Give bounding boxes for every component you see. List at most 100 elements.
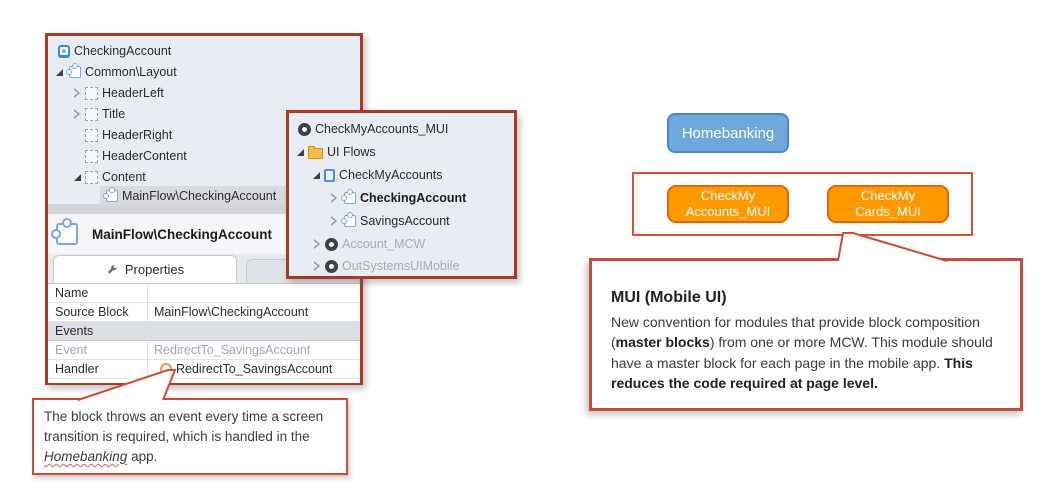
property-value[interactable]: MainFlow\CheckingAccount [154,305,309,319]
tree-item-label: Common\Layout [85,65,177,79]
screen-icon [58,44,70,58]
selected-element-title: MainFlow\CheckingAccount [92,226,273,242]
tree-item-checkingaccount-screen[interactable]: CheckingAccount [58,41,171,61]
tree-item-label: SavingsAccount [360,214,450,228]
section-label: Events [55,324,94,338]
property-value[interactable]: RedirectTo_SavingsAccount [154,343,311,357]
wrench-icon [107,265,117,274]
tree-item-label: HeaderRight [102,128,173,142]
tree-item-checkingaccount-block[interactable]: CheckingAccount [331,188,466,208]
property-row-event[interactable]: Event RedirectTo_SavingsAccount [48,341,360,360]
expanded-arrow-icon[interactable] [297,148,304,156]
tree-item-label: UI Flows [327,145,376,159]
property-section-events: Events [48,322,360,341]
placeholder-icon [85,149,98,163]
collapsed-arrow-icon[interactable] [331,193,338,203]
collapsed-arrow-icon[interactable] [74,109,81,119]
module-icon [325,259,338,273]
module-tree-frame: CheckMyAccounts_MUI UI Flows CheckMyAcco… [286,110,517,279]
tree-item-headerleft[interactable]: HeaderLeft [74,83,164,103]
expanded-arrow-icon[interactable] [74,173,81,181]
collapsed-arrow-icon[interactable] [314,261,321,271]
callout-app-name: Homebanking [44,449,128,464]
tree-item-content[interactable]: Content [74,167,146,187]
web-block-icon [65,62,81,78]
mui-note-title: MUI (Mobile UI) [611,289,727,306]
checkmyaccounts-mui-node[interactable]: CheckMy Accounts_MUI [667,185,789,223]
web-block-icon [340,211,356,227]
note-text-bold: This reduces the code required at page l… [611,354,973,392]
module-label-line1: CheckMy [700,188,756,203]
placeholder-icon [85,128,98,142]
tree-item-label: OutSystemsUIMobile [342,259,460,273]
tree-item-label: CheckingAccount [74,44,172,58]
property-label: Source Block [48,303,148,321]
expanded-arrow-icon[interactable] [313,171,320,179]
placeholder-icon [85,107,98,121]
tree-item-account-mcw[interactable]: Account_MCW [314,234,425,254]
tree-item-common-layout[interactable]: Common\Layout [56,62,177,82]
property-row-source-block[interactable]: Source Block MainFlow\CheckingAccount [48,303,360,322]
collapsed-arrow-icon[interactable] [314,239,321,249]
callout-text: The block throws an event every time a s… [44,409,324,444]
tree-item-checkmyaccounts-flow[interactable]: CheckMyAccounts [313,165,443,185]
tree-item-label: HeaderContent [102,149,187,163]
tree-item-savingsaccount-block[interactable]: SavingsAccount [331,211,450,231]
module-label-line1: CheckMy [860,188,916,203]
note-text: New convention for modules that provide … [611,313,980,351]
folder-icon [308,145,323,159]
selected-row-highlight [100,186,338,205]
web-block-icon [51,218,78,245]
tree-item-label: Content [102,170,146,184]
panel-divider [48,204,360,214]
property-label: Handler [48,360,148,378]
collapsed-arrow-icon[interactable] [74,88,81,98]
mui-note-body: New convention for modules that provide … [611,312,1000,394]
module-label-line2: Cards_MUI [855,204,921,219]
expanded-arrow-icon[interactable] [56,68,63,76]
tree-item-label: CheckingAccount [360,191,467,205]
property-label: Name [48,284,148,302]
property-value[interactable]: RedirectTo_SavingsAccount [176,362,333,376]
tree-item-checkmyaccounts-mui[interactable]: CheckMyAccounts_MUI [298,119,448,139]
module-icon [298,122,311,136]
placeholder-icon [85,86,98,100]
tab-label: Properties [124,262,185,277]
tree-item-ui-flows[interactable]: UI Flows [297,142,376,162]
event-callout-box: The block throws an event every time a s… [32,398,348,475]
homebanking-label: Homebanking [681,124,775,142]
property-row-handler[interactable]: Handler RedirectTo_SavingsAccount [48,360,360,379]
callout-text: app. [127,449,158,464]
tree-item-label: CheckMyAccounts [339,168,443,182]
tree-item-headercontent[interactable]: HeaderContent [74,146,187,166]
mui-note-box: MUI (Mobile UI) New convention for modul… [589,258,1023,411]
note-text: ) from one or more MCW. This module shou… [611,334,993,371]
checkmycards-mui-node[interactable]: CheckMy Cards_MUI [827,185,949,223]
collapsed-arrow-icon[interactable] [331,216,338,226]
web-block-icon [340,188,356,204]
properties-table: Name Source Block MainFlow\CheckingAccou… [48,283,360,383]
tree-item-headerright[interactable]: HeaderRight [74,125,172,145]
tree-item-label: Account_MCW [342,237,426,251]
callout-pointer [77,369,177,401]
placeholder-icon [85,170,98,184]
web-block-icon [102,186,118,202]
tree-item-label: CheckMyAccounts_MUI [315,122,449,136]
homebanking-app-node[interactable]: Homebanking [667,113,789,153]
property-row-name[interactable]: Name [48,284,360,303]
widget-tree-panel: CheckingAccount Common\Layout HeaderLeft… [48,36,360,206]
mui-modules-group-rect [632,172,973,236]
tree-item-label: HeaderLeft [102,86,164,100]
tree-item-mainflow-checkingaccount[interactable]: MainFlow\CheckingAccount [102,186,277,206]
module-label-line2: Accounts_MUI [685,204,771,219]
note-text-bold: master blocks [615,334,710,350]
property-label: Event [48,341,148,359]
ui-flow-icon [324,168,335,182]
tree-item-title[interactable]: Title [74,104,125,124]
tree-item-label: MainFlow\CheckingAccount [122,189,277,203]
callout-pointer [837,232,948,262]
tab-properties[interactable]: Properties [53,255,237,283]
tree-item-outsystemsuimobile[interactable]: OutSystemsUIMobile [314,256,459,276]
tree-item-label: Title [102,107,126,121]
